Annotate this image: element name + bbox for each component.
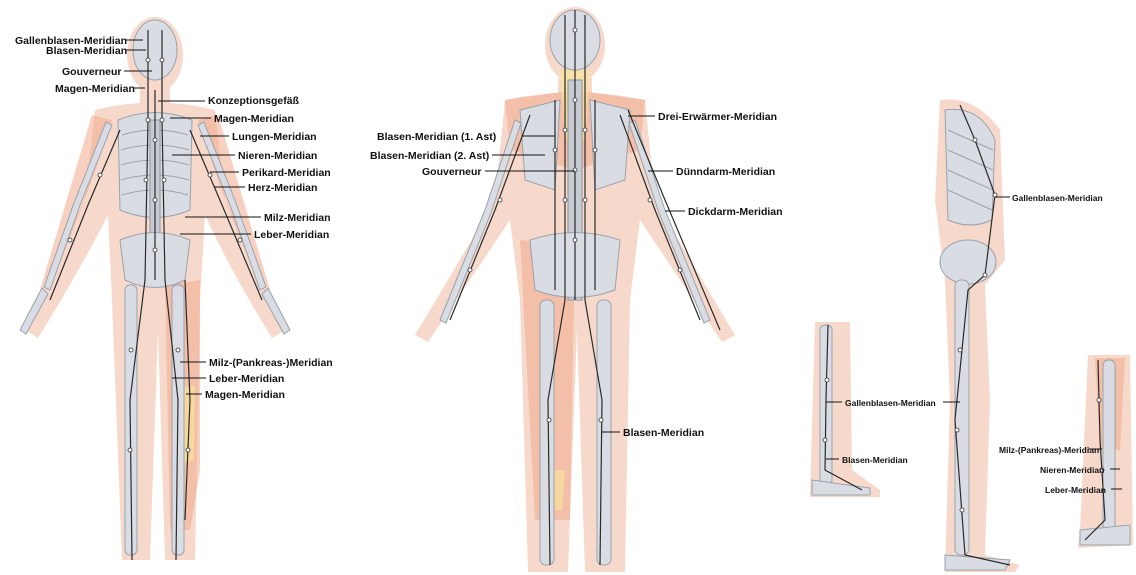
label-lung: Lungen-Meridian xyxy=(232,131,317,143)
label-kidney-front: Nieren-Meridian xyxy=(238,150,317,162)
lower-leg-inset-left xyxy=(810,322,880,497)
label-gallbladder-leg-side: Gallenblasen-Meridian xyxy=(845,398,936,408)
label-liver-front: Leber-Meridian xyxy=(254,229,329,241)
label-governor-front: Gouverneur xyxy=(62,66,122,78)
side-body-figure xyxy=(935,99,1020,572)
label-bladder-top: Blasen-Meridian xyxy=(46,45,127,57)
label-bladder-leg-side: Blasen-Meridian xyxy=(842,455,908,465)
label-spleen-pancreas-side: Milz-(Pankreas)-Meridian xyxy=(999,445,1099,455)
label-spleen: Milz-Meridian xyxy=(264,212,331,224)
label-bladder-branch1: Blasen-Meridian (1. Ast) xyxy=(377,131,496,143)
label-governor-back: Gouverneur xyxy=(422,166,482,178)
label-heart: Herz-Meridian xyxy=(248,182,317,194)
label-bladder-branch2: Blasen-Meridian (2. Ast) xyxy=(370,150,489,162)
label-kidney-side: Nieren-Meridian xyxy=(1040,465,1104,475)
label-stomach-top: Magen-Meridian xyxy=(55,83,135,95)
label-stomach-leg: Magen-Meridian xyxy=(205,389,285,401)
label-bladder-leg-back: Blasen-Meridian xyxy=(623,427,704,439)
label-spleen-pancreas-front: Milz-(Pankreas-)Meridian xyxy=(209,357,333,369)
label-pericardium: Perikard-Meridian xyxy=(242,167,331,179)
back-body-figure xyxy=(415,7,735,572)
label-gallbladder-side: Gallenblasen-Meridian xyxy=(1012,193,1103,203)
label-liver-leg: Leber-Meridian xyxy=(209,373,284,385)
label-triple-warmer: Drei-Erwärmer-Meridian xyxy=(658,111,777,123)
label-conception: Konzeptionsgefäß xyxy=(208,95,300,107)
label-large-intestine: Dickdarm-Meridian xyxy=(688,206,783,218)
label-stomach-chest: Magen-Meridian xyxy=(214,113,294,125)
label-liver-side: Leber-Meridian xyxy=(1045,485,1106,495)
label-small-intestine: Dünndarm-Meridian xyxy=(676,166,775,178)
